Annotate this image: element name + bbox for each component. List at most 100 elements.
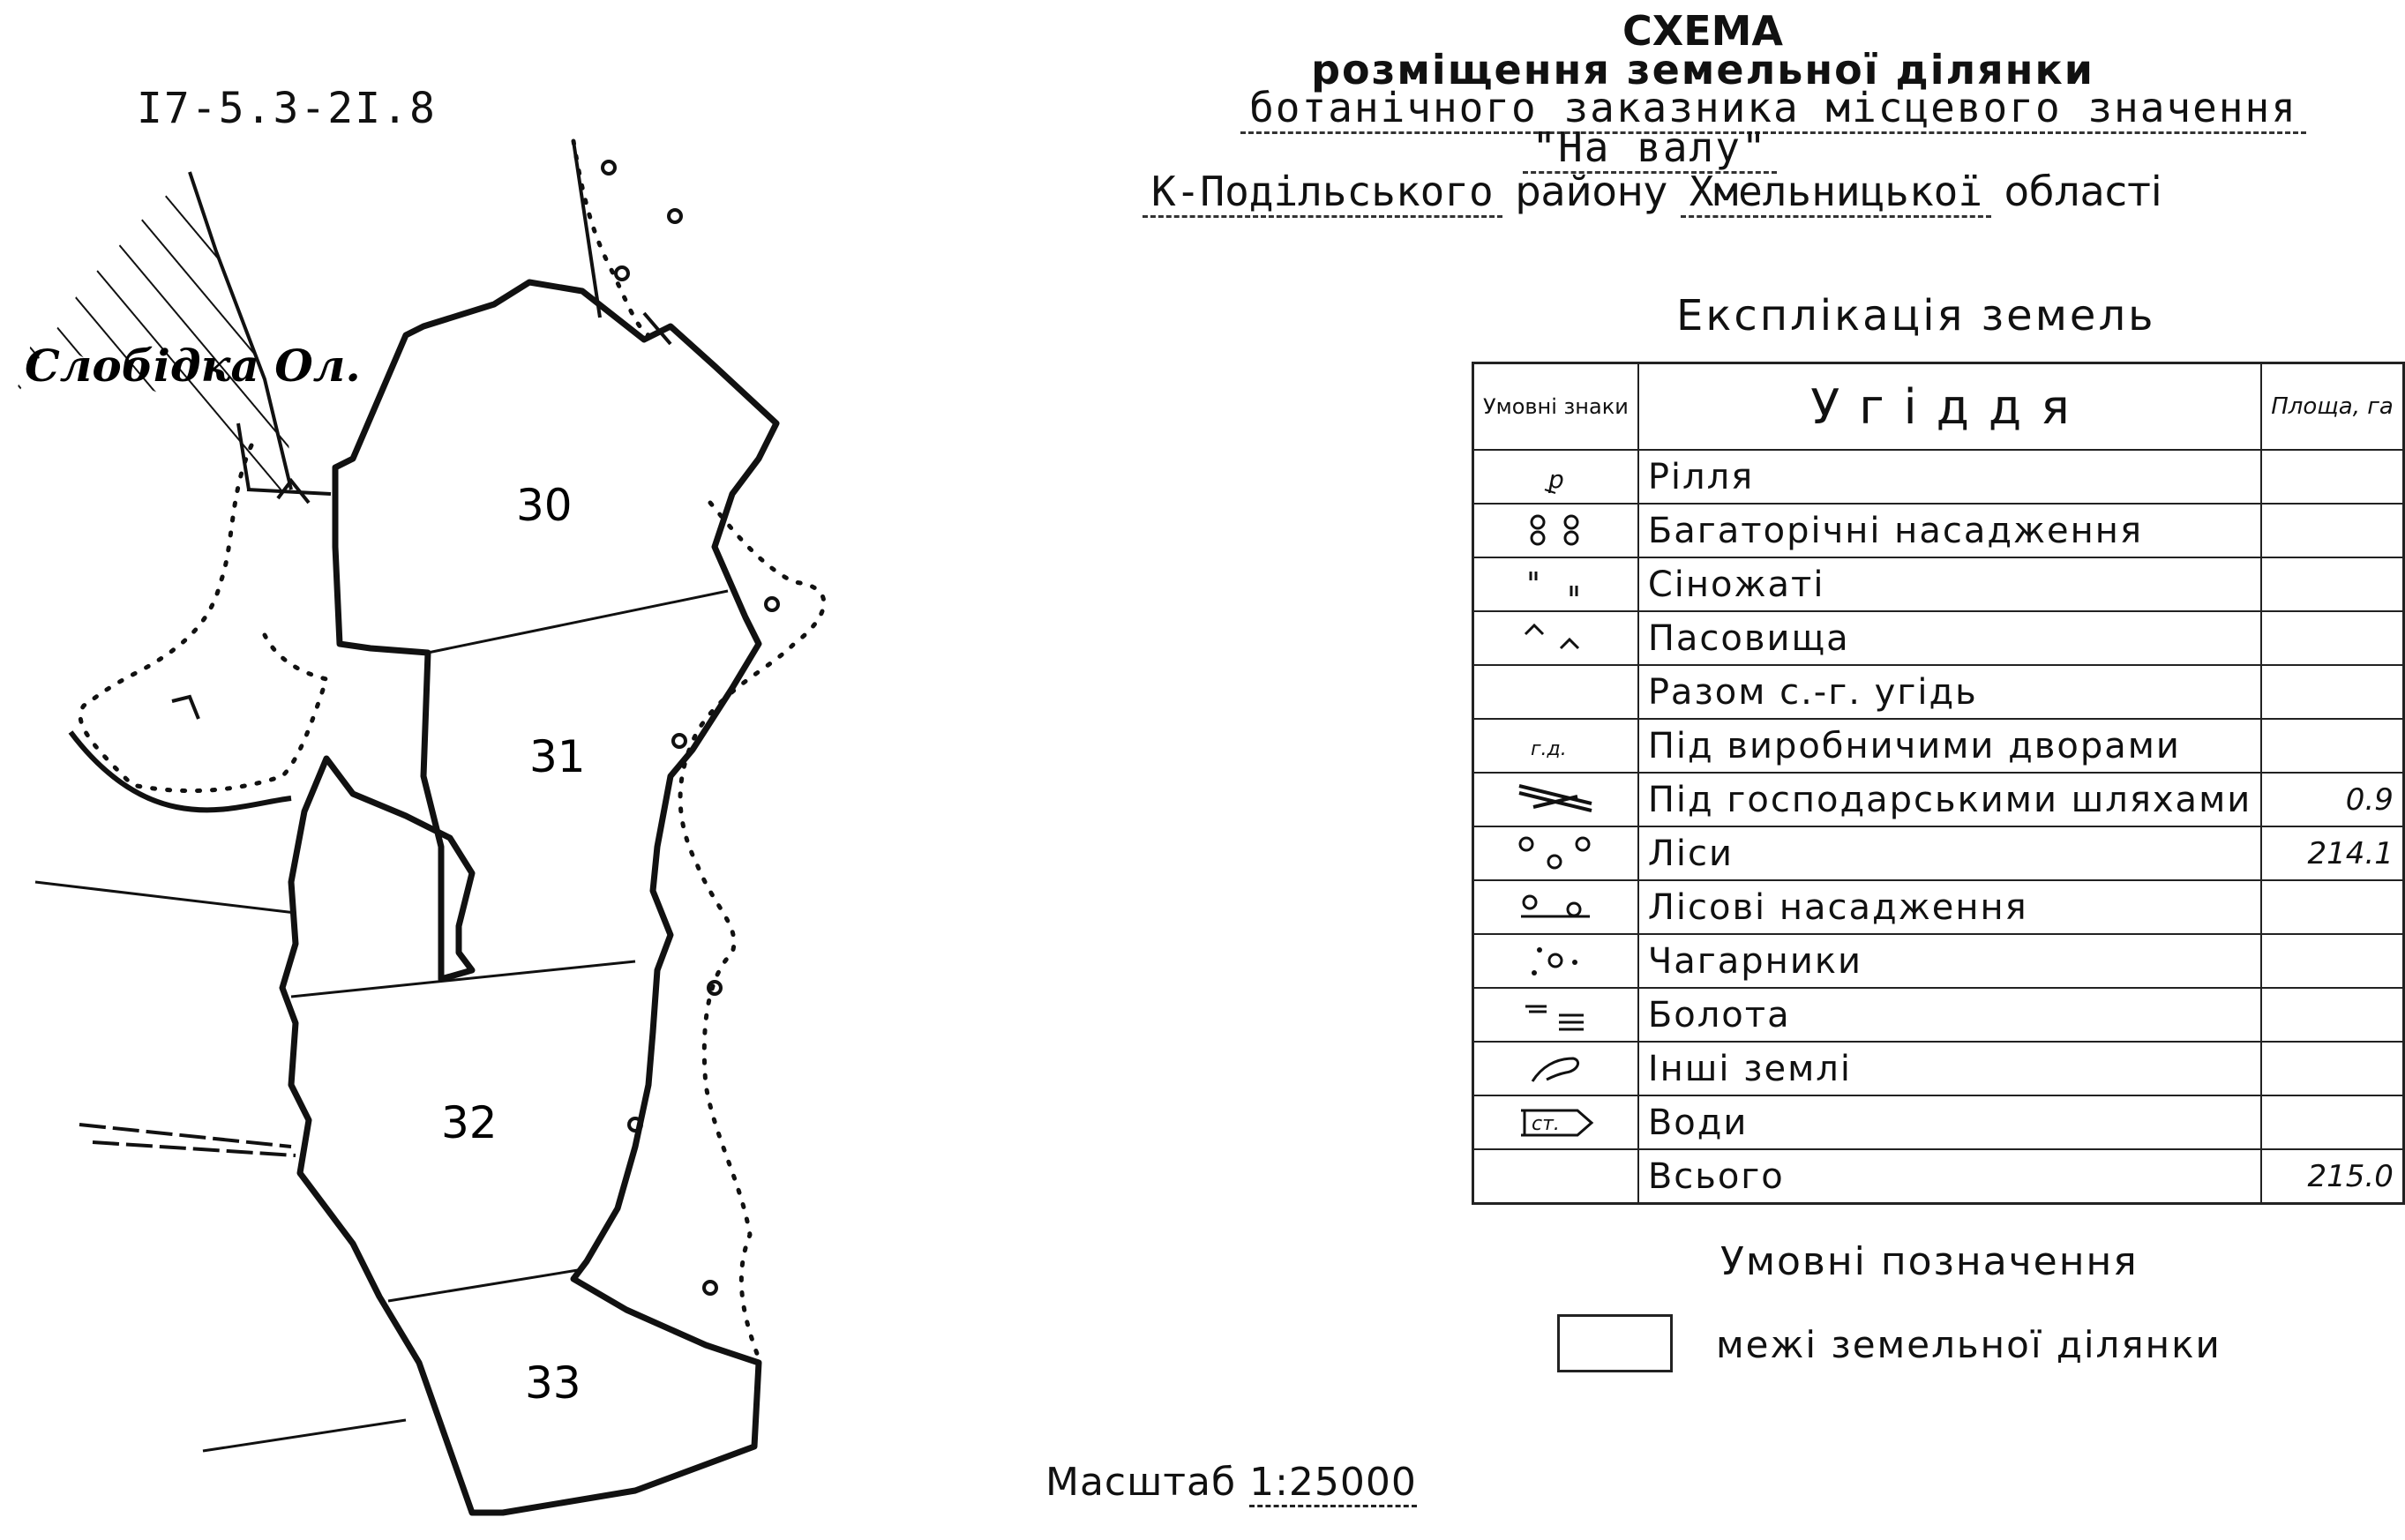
row-name: Лісові насадження — [1637, 879, 2263, 935]
road-line-3 — [92, 1140, 296, 1157]
row-area — [2260, 933, 2405, 989]
explication-header-row: Умовні знаки Угіддя Площа, га — [1472, 362, 2405, 451]
explication-title: Експлікація земель — [1676, 291, 2156, 340]
road-line-2 — [79, 1123, 292, 1148]
row-area — [2260, 664, 2405, 720]
row-name: Пасовища — [1637, 610, 2263, 666]
river-boundary-dotted — [571, 138, 827, 1361]
row-name: Всього — [1637, 1148, 2263, 1205]
district-name: К-Подільського — [1143, 168, 1502, 218]
scale-value: 1:25000 — [1249, 1460, 1417, 1507]
river-edge-lines — [572, 140, 672, 346]
perennial-plantings-symbol-icon — [1530, 514, 1579, 545]
plot-divider-30-31 — [427, 589, 729, 654]
table-row: р Рілля — [1472, 449, 2405, 505]
forest-plantings-symbol-icon — [1521, 894, 1591, 917]
header-land-type: Угіддя — [1637, 362, 2263, 451]
settlement-edge-line — [246, 488, 332, 496]
region-name: Хмельницької — [1680, 168, 1992, 218]
other-land-symbol-icon — [1532, 1056, 1580, 1082]
settlement-boundary — [188, 171, 293, 490]
row-area: 215.0 — [2260, 1148, 2405, 1205]
district-word: району — [1515, 168, 1668, 215]
map-drawing: 30 31 32 33 Слобідка Ол. — [13, 138, 827, 1516]
pasture-mark — [276, 477, 311, 505]
plot-divider-32-33 — [387, 1268, 579, 1303]
title-object: ботанічного заказника місцевого значення — [1217, 84, 2329, 134]
row-name: Інші землі — [1637, 1041, 2263, 1096]
row-name: Під господарськими шляхами — [1637, 772, 2263, 827]
header-area: Площа, га — [2260, 362, 2405, 451]
settlement-label: Слобідка Ол. — [25, 340, 361, 392]
legend-title: Умовні позначення — [1720, 1239, 2139, 1284]
table-row: Чагарники — [1472, 933, 2405, 989]
farm-roads-symbol-icon — [1518, 783, 1592, 812]
row-area — [2260, 1095, 2405, 1150]
title-name: "На валу" — [1447, 123, 1853, 174]
table-row: ст. Води — [1472, 1095, 2405, 1150]
plot-label-30: 30 — [516, 480, 573, 531]
road-line-1 — [34, 880, 296, 915]
table-row: Пасовища — [1472, 610, 2405, 666]
forest-boundary-dotted — [78, 443, 330, 794]
hayfield-symbol-icon — [1529, 571, 1578, 596]
row-area: 0.9 — [2260, 772, 2405, 827]
row-name: Чагарники — [1637, 933, 2263, 989]
scale-label: Масштаб — [1045, 1460, 1237, 1505]
table-row: Інші землі — [1472, 1041, 2405, 1096]
svg-text:р: р — [1547, 465, 1564, 494]
title-name-text: "На валу" — [1523, 123, 1777, 174]
svg-text:г.д.: г.д. — [1531, 738, 1567, 760]
row-name: Рілля — [1637, 449, 2263, 505]
plot-label-32: 32 — [441, 1097, 498, 1148]
plot-boundary-outline — [279, 279, 780, 1516]
table-row: Багаторічні насадження — [1472, 503, 2405, 558]
settlement-hatched-area — [13, 172, 291, 490]
row-area — [2260, 557, 2405, 612]
table-row: Під господарськими шляхами 0.9 — [1472, 772, 2405, 827]
title-location: К-Подільського району Хмельницької облас… — [1143, 168, 2162, 218]
map-scale: Масштаб 1:25000 — [1045, 1460, 1417, 1507]
arable-symbol-icon: р — [1545, 465, 1564, 494]
row-name: Болота — [1637, 987, 2263, 1043]
sheet-code: I7-5.3-2I.8 — [137, 84, 437, 133]
region-word: області — [2004, 168, 2162, 215]
title-scheme: СХЕМА — [1622, 7, 1784, 55]
forest-symbol-icon — [1518, 836, 1591, 869]
row-area — [2260, 987, 2405, 1043]
row-area — [2260, 718, 2405, 774]
row-area — [2260, 610, 2405, 666]
row-name: Ліси — [1637, 826, 2263, 881]
row-name: Багаторічні насадження — [1637, 503, 2263, 558]
table-row: Болота — [1472, 987, 2405, 1043]
production-yard-symbol-icon: г.д. — [1531, 738, 1567, 760]
row-area — [2260, 879, 2405, 935]
title-object-text: ботанічного заказника місцевого значення — [1240, 84, 2306, 134]
plot-divider-31-32 — [290, 960, 636, 998]
table-row: Ліси 214.1 — [1472, 826, 2405, 881]
table-row: Лісові насадження — [1472, 879, 2405, 935]
forest-boundary-left-edge — [68, 730, 292, 813]
row-area — [2260, 449, 2405, 505]
road-line-4 — [202, 1418, 407, 1453]
row-name: Сіножаті — [1637, 557, 2263, 612]
row-name: Води — [1637, 1095, 2263, 1150]
explication-table: Умовні знаки Угіддя Площа, га р Рілля Ба… — [1472, 362, 2405, 1205]
legend-boundary-label: межі земельної ділянки — [1716, 1323, 2221, 1366]
row-area: 214.1 — [2260, 826, 2405, 881]
water-symbol-icon: ст. — [1521, 1109, 1594, 1136]
map-mark-corner — [171, 694, 200, 720]
row-area — [2260, 1041, 2405, 1096]
header-symbol: Умовні знаки — [1472, 362, 1639, 451]
plot-label-31: 31 — [529, 731, 586, 782]
row-name: Разом с.-г. угідь — [1637, 664, 2263, 720]
legend-boundary-swatch — [1557, 1314, 1673, 1372]
title-subtitle: розміщення земельної ділянки — [1311, 46, 2094, 93]
swamp-symbol-icon — [1525, 1005, 1585, 1030]
forest-markers — [601, 160, 780, 1296]
row-area — [2260, 503, 2405, 558]
table-row: Разом с.-г. угідь — [1472, 664, 2405, 720]
table-row: Сіножаті — [1472, 557, 2405, 612]
shrubs-symbol-icon — [1532, 946, 1578, 976]
pasture-symbol-icon — [1525, 623, 1580, 649]
